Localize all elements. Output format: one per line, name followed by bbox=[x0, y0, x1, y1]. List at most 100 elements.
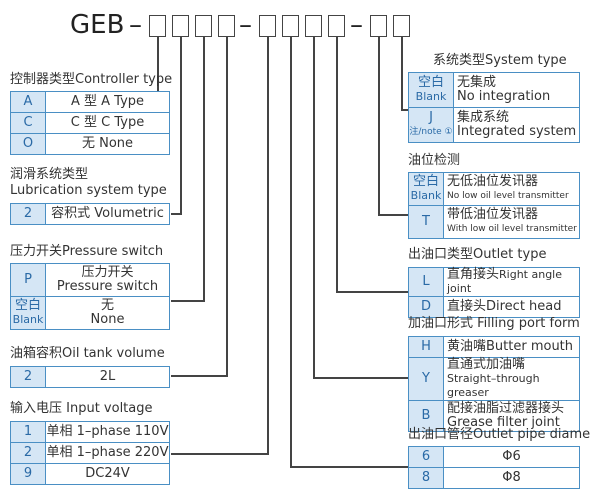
cell-text: 空白 bbox=[417, 75, 444, 90]
cell-text: 带低油位发讯器 bbox=[447, 207, 539, 222]
tank-title: 油箱容积Oil tank volume bbox=[10, 346, 165, 361]
connector-line bbox=[290, 466, 408, 468]
option-desc-cell: 容积式 Volumetric bbox=[45, 203, 170, 225]
option-code-cell: A bbox=[10, 91, 46, 113]
code-box-pressure bbox=[195, 15, 212, 37]
filling-title: 加油口形式 Filling port form bbox=[408, 316, 580, 331]
cell-text: Grease filter joint bbox=[447, 415, 560, 430]
connector-line bbox=[226, 37, 228, 376]
cell-text: 压力开关 bbox=[81, 265, 134, 280]
option-code-cell: 2 bbox=[10, 366, 46, 388]
connector-line bbox=[267, 37, 269, 454]
connector-line bbox=[290, 37, 292, 467]
option-code-cell: L bbox=[408, 267, 444, 297]
code-box-tank bbox=[218, 15, 235, 37]
connector-line bbox=[313, 37, 315, 378]
cell-text: Blank bbox=[415, 90, 447, 103]
lubrication-title-cn: 润滑系统类型 bbox=[10, 167, 89, 182]
option-code-cell: 1 bbox=[10, 421, 46, 443]
cell-text: 集成系统 bbox=[457, 110, 510, 125]
controller-title: 控制器类型Controller type bbox=[10, 72, 173, 87]
connector-line bbox=[171, 375, 228, 377]
option-desc-cell: 直接头Direct head bbox=[443, 296, 580, 318]
cell-text: Right angle joint bbox=[447, 268, 562, 295]
option-code-cell: 9 bbox=[10, 463, 46, 485]
connector-line bbox=[157, 37, 159, 141]
cell-text: Blank bbox=[410, 189, 442, 202]
pressure-title: 压力开关Pressure switch bbox=[10, 244, 164, 259]
cell-text: 无 bbox=[100, 298, 114, 313]
code-box-oil-level bbox=[370, 15, 387, 37]
cell-text: None bbox=[90, 312, 125, 327]
cell-text: Straight–through greaser bbox=[447, 372, 540, 399]
cell-text: 空白 bbox=[14, 298, 41, 313]
connector-line bbox=[171, 300, 205, 302]
option-desc-cell: Φ8 bbox=[443, 467, 580, 489]
connector-line bbox=[180, 37, 182, 214]
cell-text: 无低油位发讯器 bbox=[447, 174, 539, 189]
outlet-pipe-title: 出油口管径Outlet pipe diameter bbox=[408, 427, 590, 442]
code-box-controller bbox=[149, 15, 166, 37]
option-code-cell: T bbox=[408, 205, 444, 239]
cell-text: With low oil level transmitter bbox=[447, 224, 577, 234]
cell-text: Integrated system bbox=[457, 124, 577, 139]
connector-line bbox=[203, 37, 205, 301]
option-desc-cell: A 型 A Type bbox=[45, 91, 170, 113]
outlet-type-title: 出油口类型Outlet type bbox=[408, 247, 547, 262]
connector-line bbox=[171, 453, 269, 455]
cell-text: 直通式加油嘴 bbox=[447, 357, 526, 372]
option-code-cell: 6 bbox=[408, 446, 444, 468]
option-code-cell: 8 bbox=[408, 467, 444, 489]
lubrication-title-en: Lubrication system type bbox=[10, 183, 167, 198]
connector-line bbox=[401, 109, 408, 111]
option-code-cell: D bbox=[408, 296, 444, 318]
option-desc-cell: 黄油嘴Butter mouth bbox=[443, 336, 580, 358]
cell-text: 配接油脂过滤器接头 bbox=[447, 401, 565, 416]
code-box-lubrication bbox=[172, 15, 189, 37]
cell-text: No integration bbox=[457, 89, 551, 104]
connector-line bbox=[378, 214, 408, 216]
cell-text: 空白 bbox=[412, 174, 439, 189]
code-box-outlet-pipe bbox=[282, 15, 299, 37]
code-dash: – bbox=[239, 10, 252, 40]
option-desc-cell: 2L bbox=[45, 366, 170, 388]
connector-line bbox=[336, 37, 338, 292]
cell-text: Blank bbox=[12, 313, 44, 326]
option-code-cell: H bbox=[408, 336, 444, 358]
code-box-system bbox=[393, 15, 410, 37]
connector-line bbox=[313, 377, 408, 379]
option-code-cell: B bbox=[408, 400, 444, 432]
oil-level-title: 油位检测 bbox=[408, 153, 461, 168]
option-code-cell: O bbox=[10, 133, 46, 155]
option-desc-cell: 单相 1–phase 220V bbox=[45, 442, 170, 464]
